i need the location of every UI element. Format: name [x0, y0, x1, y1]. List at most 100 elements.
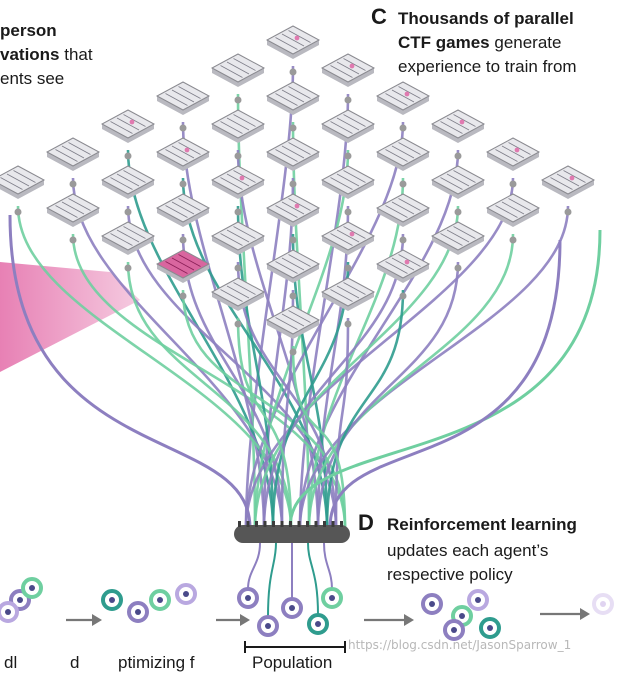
- agent-population: [0, 542, 614, 641]
- tile-side: [542, 180, 594, 199]
- wire-node: [124, 264, 132, 272]
- maze: [275, 30, 311, 50]
- maze: [495, 142, 531, 162]
- agent-core: [245, 595, 251, 601]
- wire-node: [344, 96, 352, 104]
- panel-b-line2: vations that: [0, 44, 93, 66]
- wire-node: [289, 348, 297, 356]
- wire: [298, 93, 350, 529]
- maze: [550, 170, 586, 190]
- maze: [165, 254, 201, 274]
- maze: [110, 114, 146, 134]
- panel-d-line3: respective policy: [387, 565, 513, 584]
- maze: [330, 282, 366, 302]
- bottom-fragment-1: dl: [4, 653, 18, 672]
- wire-node: [179, 124, 187, 132]
- hub-pin: [297, 521, 301, 527]
- wire-node: [399, 180, 407, 188]
- agent-core: [600, 601, 606, 607]
- hub-pin: [246, 521, 250, 527]
- agent-core: [265, 623, 271, 629]
- tile-side: [157, 264, 209, 283]
- maze: [495, 198, 531, 218]
- panel-c-line2-rest: generate: [489, 33, 562, 52]
- tile-side: [377, 264, 429, 283]
- wire-node: [179, 292, 187, 300]
- maze: [440, 114, 476, 134]
- learner-hub: [234, 521, 350, 543]
- hub-pin: [331, 521, 335, 527]
- arrow-head: [240, 614, 250, 626]
- tile-side: [432, 180, 484, 199]
- tile-side: [102, 124, 154, 143]
- tile-side: [267, 320, 319, 339]
- maze: [440, 170, 476, 190]
- arrow-head: [580, 608, 590, 620]
- watermark: https://blog.csdn.net/JasonSparrow_1: [348, 638, 572, 652]
- panel-b-line3: ents see: [0, 69, 65, 88]
- tile-side: [157, 96, 209, 115]
- maze: [220, 114, 256, 134]
- tile-side: [267, 264, 319, 283]
- bottom-fragment-2: d: [70, 653, 80, 672]
- panel-d-line1: Reinforcement learning: [387, 515, 577, 534]
- maze: [165, 142, 201, 162]
- cable: [8, 214, 252, 529]
- wire-node: [69, 236, 77, 244]
- tile-side: [487, 152, 539, 171]
- wire-node: [509, 180, 517, 188]
- wire-node: [344, 320, 352, 328]
- agent-core: [459, 613, 465, 619]
- tile-side: [322, 68, 374, 87]
- wire-node: [454, 264, 462, 272]
- arrow-head: [92, 614, 102, 626]
- wire: [325, 289, 405, 529]
- maze: [275, 142, 311, 162]
- maze: [440, 226, 476, 246]
- wire-node: [234, 264, 242, 272]
- agent-core: [429, 601, 435, 607]
- tile-side: [157, 208, 209, 227]
- maze: [220, 170, 256, 190]
- agent-core: [289, 605, 295, 611]
- hub-pin: [238, 521, 241, 527]
- wire-node: [179, 180, 187, 188]
- panel-c-line2: CTF games generate: [398, 32, 561, 54]
- tile-side: [377, 208, 429, 227]
- wire-node: [399, 236, 407, 244]
- maze: [385, 198, 421, 218]
- tile-side: [322, 180, 374, 199]
- wire-node: [344, 152, 352, 160]
- hub-pin: [340, 521, 343, 527]
- observation-projection: [0, 262, 140, 372]
- wire: [298, 205, 570, 529]
- agent-string: [247, 542, 261, 590]
- hub-pin: [306, 521, 309, 527]
- maze: [385, 142, 421, 162]
- wire: [244, 65, 295, 529]
- wire: [244, 121, 405, 529]
- game-tile: [0, 165, 46, 195]
- tile-side: [322, 124, 374, 143]
- tile-side: [157, 152, 209, 171]
- agent-core: [451, 627, 457, 633]
- wire-node: [564, 208, 572, 216]
- maze: [330, 58, 366, 78]
- wire-node: [124, 208, 132, 216]
- tile-side: [102, 180, 154, 199]
- wire-node: [289, 292, 297, 300]
- panel-d-letter: D: [358, 510, 374, 535]
- wire-node: [69, 180, 77, 188]
- hub-pin: [263, 521, 267, 527]
- wire-node: [289, 236, 297, 244]
- wire-node: [124, 152, 132, 160]
- agent-core: [5, 609, 11, 615]
- wire-node: [454, 152, 462, 160]
- agent-core: [135, 609, 141, 615]
- population-arrows: [66, 608, 590, 626]
- game-grid: [0, 25, 596, 339]
- hub-pin: [280, 521, 284, 527]
- maze: [220, 58, 256, 78]
